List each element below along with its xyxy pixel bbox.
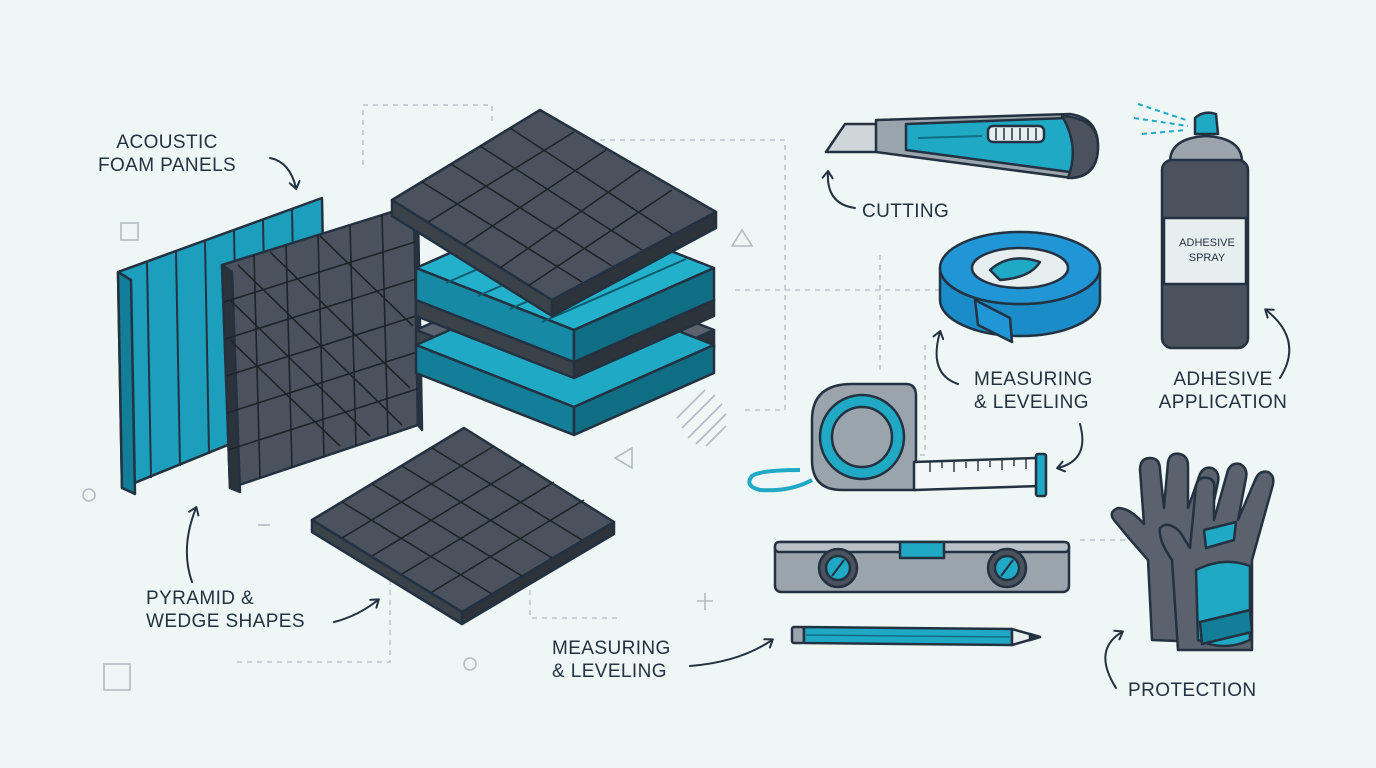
hatch-icon	[676, 389, 727, 447]
pencil-icon	[790, 625, 1042, 647]
plus-icon	[697, 593, 713, 610]
label-line: & LEVELING	[974, 392, 1089, 413]
can-label-line: SPRAY	[1188, 252, 1226, 264]
foam-stack-icon	[390, 108, 718, 437]
label-line: APPLICATION	[1158, 392, 1288, 413]
tape-measure-icon	[747, 382, 1048, 498]
pyramid-foam-panel-icon	[220, 203, 424, 494]
label-line: MEASURING	[974, 369, 1093, 390]
label-measuring-leveling-upper: MEASURING & LEVELING	[974, 368, 1093, 414]
label-pyramid-wedge-shapes: PYRAMID & WEDGE SHAPES	[146, 587, 305, 633]
label-cutting: CUTTING	[862, 201, 950, 222]
curved-arrow-icon	[185, 157, 1291, 689]
painters-tape-roll-icon	[938, 230, 1102, 344]
square-outline-icon	[103, 663, 131, 691]
triangle-outline-icon	[730, 228, 754, 247]
label-line: & LEVELING	[552, 661, 667, 682]
triangle-outline-icon	[613, 446, 633, 470]
utility-knife-icon	[824, 112, 1100, 180]
spray-can-label: ADHESIVE SPRAY	[1169, 236, 1245, 266]
circle-outline-icon	[463, 657, 477, 671]
label-acoustic-foam-panels: ACOUSTIC FOAM PANELS	[98, 131, 236, 177]
flat-pyramid-foam-icon	[310, 426, 616, 626]
circle-outline-icon	[82, 488, 96, 502]
label-line: MEASURING	[552, 638, 671, 659]
label-line: PYRAMID &	[146, 588, 255, 609]
square-outline-icon	[120, 222, 139, 241]
label-line: ACOUSTIC	[116, 132, 218, 153]
decorative-shapes	[82, 222, 754, 691]
adhesive-spray-can-icon	[1133, 103, 1250, 350]
label-adhesive-application: ADHESIVE APPLICATION	[1138, 368, 1308, 414]
label-measuring-leveling-lower: MEASURING & LEVELING	[552, 637, 671, 683]
label-protection: PROTECTION	[1128, 680, 1257, 701]
can-label-line: ADHESIVE	[1179, 237, 1235, 249]
label-line: ADHESIVE	[1173, 369, 1273, 390]
spirit-level-icon	[773, 540, 1071, 594]
label-line: WEDGE SHAPES	[146, 611, 305, 632]
label-line: FOAM PANELS	[98, 155, 237, 176]
work-gloves-icon	[1110, 452, 1275, 652]
